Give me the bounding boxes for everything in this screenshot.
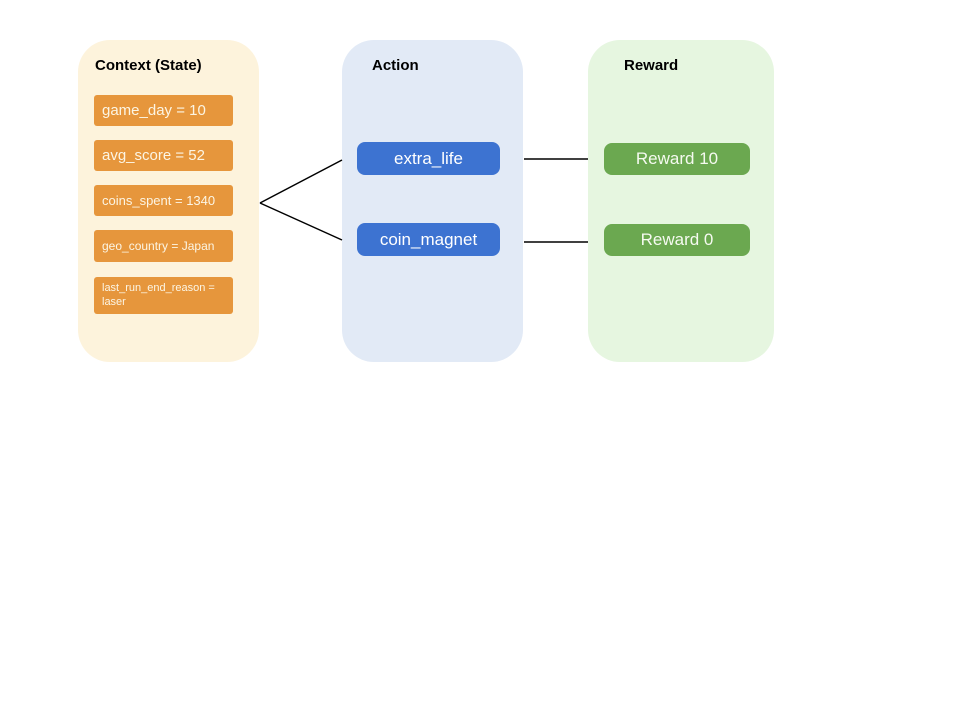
connector-context-to-coin-magnet [259,202,343,241]
action-panel: Action extra_life coin_magnet [342,40,523,362]
connector-context-to-extra-life [259,159,343,204]
context-panel: Context (State) game_day = 10 avg_score … [78,40,259,362]
state-chip-coins-spent: coins_spent = 1340 [94,185,233,216]
state-chip-game-day: game_day = 10 [94,95,233,126]
state-chip-avg-score: avg_score = 52 [94,140,233,171]
reward-pill-reward-10: Reward 10 [604,143,750,175]
context-panel-title: Context (State) [95,57,202,74]
state-chip-geo-country: geo_country = Japan [94,230,233,262]
reward-panel-title: Reward [624,57,679,74]
reward-pill-reward-0: Reward 0 [604,224,750,256]
reward-panel: Reward Reward 10 Reward 0 [588,40,774,362]
action-panel-title: Action [372,57,419,74]
state-chip-last-run-end-reason: last_run_end_reason = laser [94,277,233,314]
action-pill-coin-magnet: coin_magnet [357,223,500,256]
action-pill-extra-life: extra_life [357,142,500,175]
